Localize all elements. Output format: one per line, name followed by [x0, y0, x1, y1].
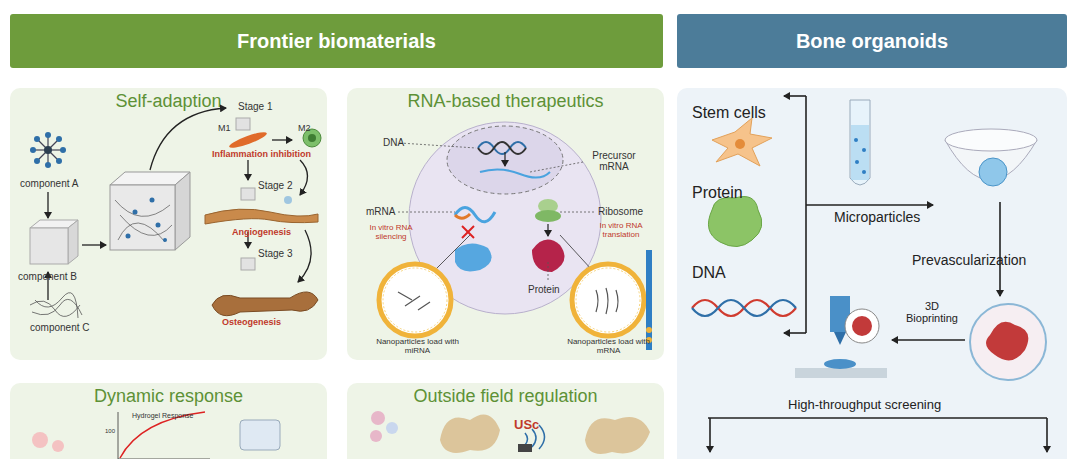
band-title: Frontier biomaterials [237, 30, 436, 53]
panel-title: Outside field regulation [413, 386, 597, 407]
figure-label: 100 [105, 428, 115, 435]
stem-cell-part [735, 139, 745, 149]
bracket-arrows-part [892, 339, 965, 341]
dna-strand-part [692, 300, 796, 316]
figure-label: Protein [528, 284, 560, 295]
panel-title: Dynamic response [94, 386, 243, 407]
bioprinter-part [852, 316, 872, 336]
bracket-arrows-part [784, 332, 806, 334]
topic-panel: Dynamic response [10, 383, 327, 459]
figure-label: Nanoparticles load with miRNA [375, 338, 460, 356]
protein-blob [708, 197, 761, 247]
test-tube-part [862, 170, 866, 174]
bracket-arrows-part [999, 202, 1001, 296]
test-tube-part [855, 160, 859, 164]
culture-well-part [945, 129, 1037, 151]
dna-strand-part [692, 300, 796, 316]
figure-label: 3D Bioprinting [902, 300, 962, 324]
test-tube-part [850, 100, 870, 185]
figure-label: Prevascularization [912, 253, 1026, 268]
figure-label: M1 [218, 124, 231, 134]
stem-cell-part [712, 118, 772, 166]
bracket-arrows-part [1046, 418, 1048, 452]
figure-label: Angiogenesis [232, 228, 291, 238]
header-band: Frontier biomaterials [10, 14, 663, 68]
bioprinter-part [795, 368, 887, 378]
panel-title: Self-adaption [115, 91, 221, 112]
organoid-sphere-part [986, 322, 1028, 361]
organoid-sphere-part [970, 304, 1046, 380]
figure-label: Protein [692, 184, 743, 202]
figure-label: Inflammation inhibition [212, 150, 311, 160]
culture-well-part [945, 140, 1037, 180]
figure-label: Nanoparticles load with mRNA [566, 338, 651, 356]
test-tube-part [851, 125, 869, 180]
figure-label: In vitro RNA silencing [366, 224, 416, 242]
culture-well [945, 129, 1037, 186]
figure-label: component A [20, 178, 78, 189]
culture-well-part [979, 158, 1007, 186]
bioprinter-part [830, 296, 850, 332]
figure-label: Osteogenesis [222, 318, 281, 328]
figure-label: In vitro RNA translation [596, 222, 646, 240]
figure-label: Ribosome [598, 206, 643, 217]
header-band: Bone organoids [677, 14, 1067, 68]
bracket-arrows-part [784, 95, 806, 97]
figure-label: component B [18, 271, 77, 282]
organoid-sphere [970, 304, 1046, 380]
bracket-arrows-part [805, 96, 807, 333]
figure-label: Stage 3 [258, 248, 292, 259]
test-tube-part [862, 148, 866, 152]
bracket-arrows-part [708, 417, 1047, 419]
bioprinter-part [824, 359, 856, 369]
bioprinter-part [845, 309, 879, 343]
figure-label: DNA [383, 137, 404, 148]
bioprinter [795, 296, 887, 378]
panel-title: RNA-based therapeutics [407, 91, 603, 112]
dna-strand [692, 300, 796, 316]
figure-label: Precursor mRNA [584, 150, 644, 172]
bracket-arrows-part [709, 418, 711, 452]
topic-panel: Outside field regulation [347, 383, 664, 459]
figure-label: Stem cells [692, 104, 766, 122]
test-tube-part [854, 138, 858, 142]
figure-label: Microparticles [834, 210, 920, 225]
protein-blob-part [708, 197, 761, 247]
figure-label: DNA [692, 264, 726, 282]
band-title: Bone organoids [796, 30, 948, 53]
figure-label: Hydrogel Response [132, 412, 193, 420]
stem-cell [712, 118, 772, 166]
figure-label: Stage 2 [258, 180, 292, 191]
figure-label: mRNA [366, 206, 395, 217]
bracket-arrows-part [806, 204, 933, 206]
bioprinter-part [834, 332, 846, 345]
figure-label: component C [30, 322, 89, 333]
figure-label: Stage 1 [238, 101, 272, 112]
figure-label: High-throughput screening [788, 398, 941, 412]
figure-label: USc [514, 418, 539, 432]
figure-label: M2 [298, 124, 311, 134]
bracket-arrows [708, 96, 1047, 452]
test-tube [850, 100, 870, 185]
